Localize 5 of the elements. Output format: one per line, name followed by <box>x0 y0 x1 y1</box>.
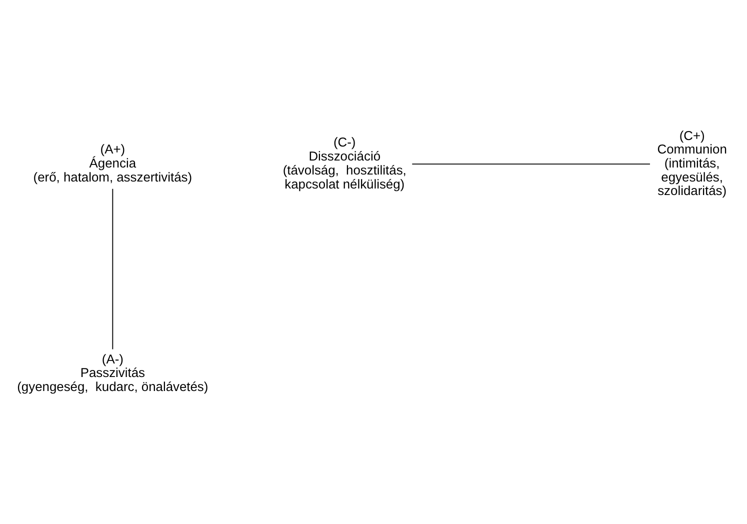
connector <box>112 188 114 350</box>
node-text: (A+) Ágencia (erő, hatalom, asszertivitás) <box>33 142 192 184</box>
node-text: (A-) Passzivitás (gyengeség, kudarc, önalávetés) <box>17 351 208 394</box>
node-text: (C+) Communion (intimitás, egyesülés, szolidaritás) <box>657 128 727 198</box>
node-text: (C-) Disszociáció (távolság, hosztilitás, kapcsolat nélküliség) <box>282 134 406 192</box>
